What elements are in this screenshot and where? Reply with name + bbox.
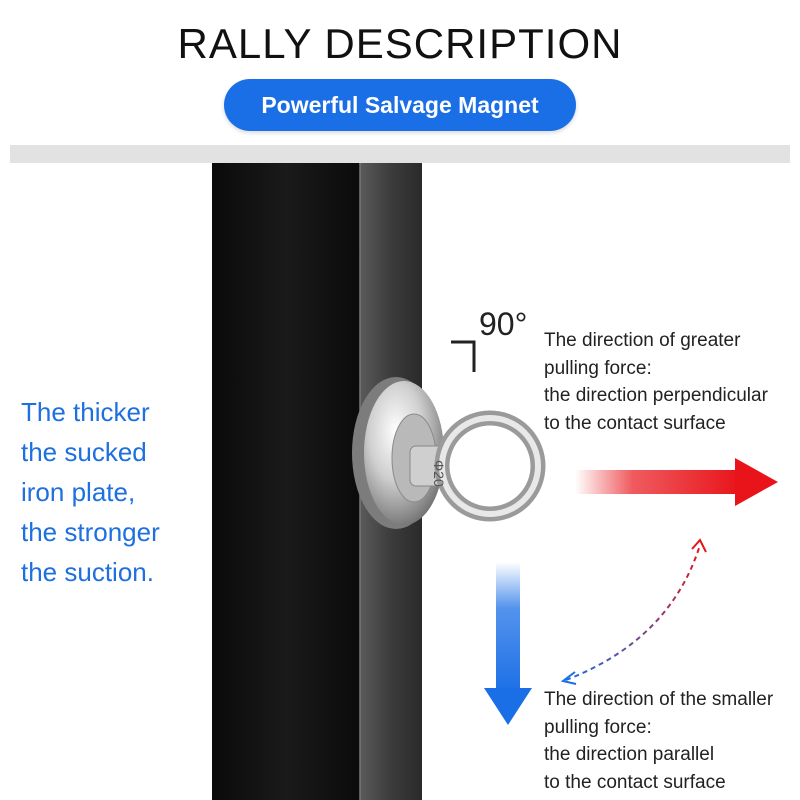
iron-plate (212, 163, 360, 800)
right-angle-marker (451, 340, 476, 372)
page-title: RALLY DESCRIPTION (177, 20, 623, 67)
ceiling-bar (10, 145, 790, 163)
greater-force-line: pulling force: (544, 357, 652, 379)
left-caption-line: The thicker (21, 397, 150, 427)
angle-label: 90° (479, 306, 528, 342)
blue-arrow-down-icon (484, 562, 532, 725)
greater-force-note: The direction of greater pulling force: … (544, 327, 768, 437)
greater-force-line: the direction perpendicular (544, 385, 768, 406)
left-caption-line: the stronger (21, 517, 160, 547)
left-caption-line: iron plate, (21, 477, 136, 507)
smaller-force-line: pulling force: (544, 716, 652, 738)
left-caption-line: the sucked (21, 437, 147, 467)
red-arrow-right-icon (575, 458, 778, 506)
smaller-force-line: to the contact surface (544, 771, 726, 793)
greater-force-line: to the contact surface (544, 412, 726, 434)
left-caption-line: the suction. (21, 557, 154, 587)
subtitle-text: Powerful Salvage Magnet (261, 91, 539, 118)
left-caption: The thicker the sucked iron plate, the s… (21, 392, 221, 592)
smaller-force-note: The direction of the smaller pulling for… (544, 686, 773, 796)
magnet-with-eyebolt-icon: Φ20 (352, 377, 546, 529)
smaller-force-line: The direction of the smaller (544, 689, 774, 710)
subtitle-badge: Powerful Salvage Magnet (224, 79, 576, 131)
greater-force-line: The direction of greater (544, 330, 741, 351)
smaller-force-line: the direction parallel (544, 744, 715, 765)
curved-dashed-arrow-icon (560, 538, 707, 685)
magnet-engraving: Φ20 (431, 460, 447, 487)
